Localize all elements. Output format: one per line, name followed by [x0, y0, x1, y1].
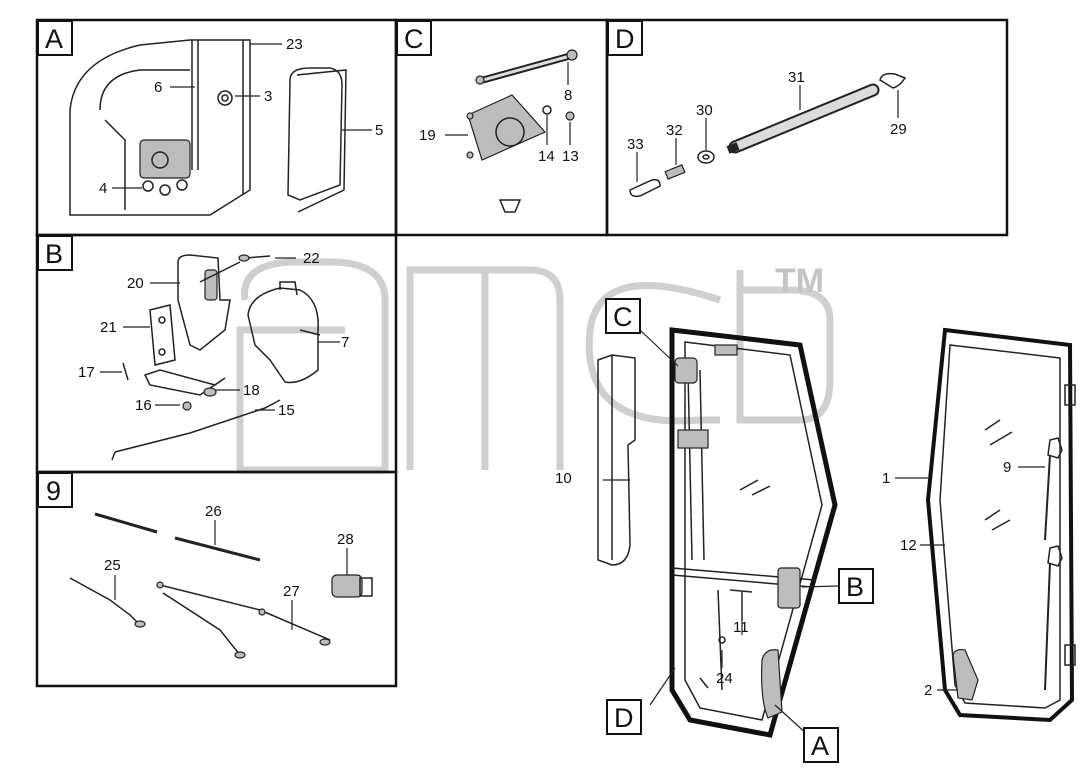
callout-6: 6: [154, 79, 162, 96]
callout-25: 25: [104, 557, 121, 574]
section-a-label: A: [37, 20, 73, 56]
svg-text:C: C: [404, 24, 424, 54]
section-d-label: D: [607, 20, 643, 56]
svg-text:A: A: [45, 24, 63, 54]
callout-2: 2: [924, 682, 932, 699]
callout-4: 4: [99, 180, 107, 197]
svg-text:A: A: [811, 731, 829, 761]
callout-12: 12: [900, 537, 917, 554]
section-9-label: 9: [37, 472, 73, 508]
svg-text:D: D: [615, 24, 635, 54]
door-assembly: [597, 327, 839, 738]
section-9-frame: [35, 470, 398, 688]
section-a-drawing: [69, 39, 372, 216]
section-d-drawing: [629, 72, 907, 198]
callout-18: 18: [243, 382, 260, 399]
callout-32: 32: [666, 122, 683, 139]
callout-3: 3: [264, 88, 272, 105]
section-c-drawing: [445, 49, 578, 213]
watermark-trademark: TM: [775, 262, 824, 300]
watermark-logo: TM: [236, 258, 834, 474]
callout-5: 5: [375, 122, 383, 139]
door-ref-b: B: [838, 568, 874, 604]
section-b-label: B: [37, 235, 73, 271]
door-ref-d: D: [606, 699, 642, 735]
door-ref-c: C: [605, 298, 641, 334]
callout-22: 22: [303, 250, 320, 267]
callout-8: 8: [564, 87, 572, 104]
callout-26: 26: [205, 503, 222, 520]
callout-24: 24: [716, 670, 733, 687]
callout-23: 23: [286, 36, 303, 53]
callout-21: 21: [100, 319, 117, 336]
section-9-drawing: [69, 512, 373, 659]
section-c-label: C: [396, 20, 432, 56]
callout-27: 27: [283, 583, 300, 600]
callout-29: 29: [890, 121, 907, 138]
svg-text:9: 9: [46, 476, 61, 506]
callout-9: 9: [1003, 459, 1011, 476]
callout-33: 33: [627, 136, 644, 153]
callout-1: 1: [882, 470, 890, 487]
svg-text:D: D: [614, 703, 634, 733]
callout-11: 11: [733, 619, 749, 636]
svg-text:C: C: [613, 302, 633, 332]
window-assembly: [895, 327, 1076, 723]
section-b-drawing: [100, 254, 340, 461]
door-ref-a: A: [803, 727, 839, 763]
callout-14: 14: [538, 148, 555, 165]
svg-text:B: B: [45, 239, 63, 269]
section-d-frame: [605, 18, 1009, 237]
section-a-frame: [35, 18, 398, 237]
callout-30: 30: [696, 102, 713, 119]
callout-31: 31: [788, 69, 805, 86]
callout-19: 19: [419, 127, 436, 144]
callout-16: 16: [135, 397, 152, 414]
callout-13: 13: [562, 148, 579, 165]
callout-7: 7: [341, 334, 349, 351]
callout-10: 10: [555, 470, 572, 487]
callout-17: 17: [78, 364, 95, 381]
callout-15: 15: [278, 402, 295, 419]
callout-20: 20: [127, 275, 144, 292]
callout-28: 28: [337, 531, 354, 548]
svg-text:B: B: [846, 572, 864, 602]
